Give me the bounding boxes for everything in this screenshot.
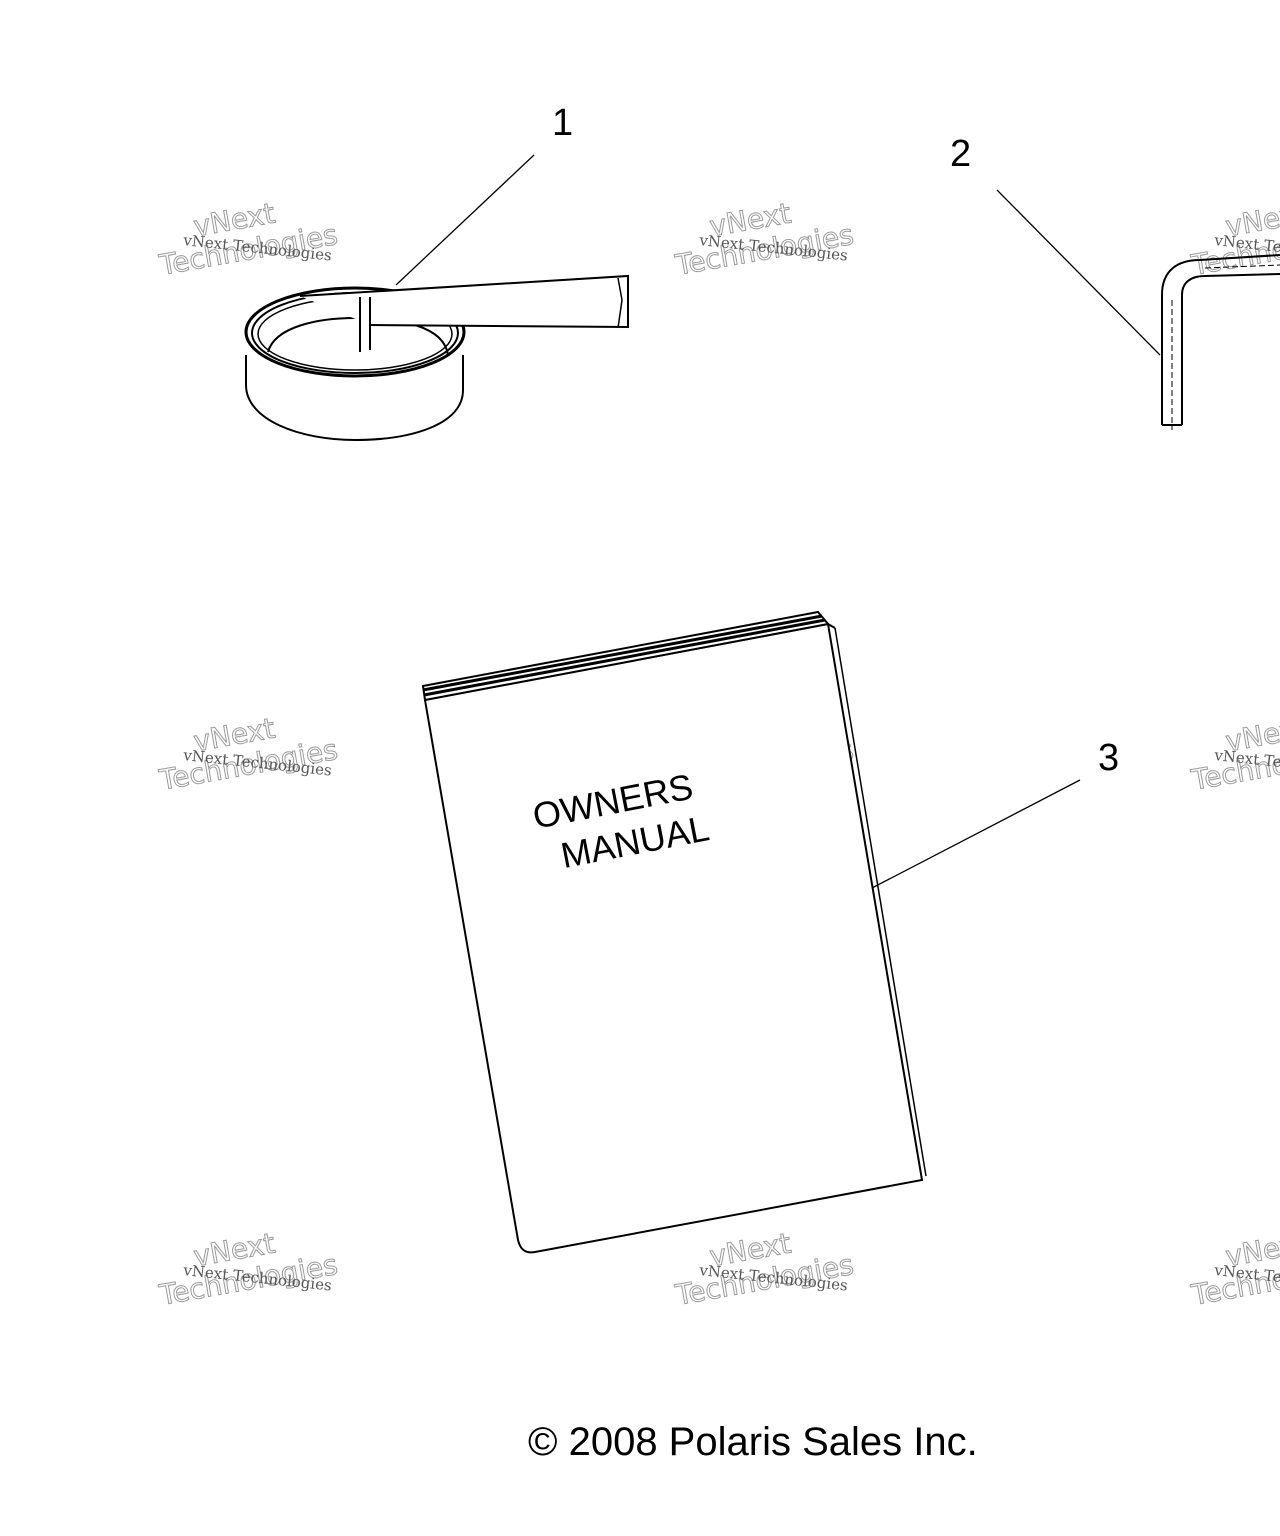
leader-line-2 xyxy=(996,189,1161,356)
callout-number-2: 2 xyxy=(950,133,971,175)
watermark: vNext Technologies xyxy=(156,196,341,282)
watermark: vNext Technologies xyxy=(156,1226,341,1312)
leader-line-1 xyxy=(395,154,535,286)
copyright-notice: © 2008 Polaris Sales Inc. xyxy=(528,1420,978,1464)
leader-lines xyxy=(395,154,1161,889)
watermark: vNext Technologies xyxy=(672,1226,857,1312)
callout-number-3: 3 xyxy=(1098,737,1119,779)
callout-number-1: 1 xyxy=(552,102,573,144)
part-owners-manual: OWNERS MANUAL xyxy=(421,610,927,1254)
watermark: vNext Technologies xyxy=(156,711,341,797)
part-hex-key xyxy=(1161,254,1280,430)
leader-line-3 xyxy=(871,779,1081,889)
watermark: vNext Technologies xyxy=(672,196,857,282)
part-tape-roll xyxy=(244,274,629,442)
